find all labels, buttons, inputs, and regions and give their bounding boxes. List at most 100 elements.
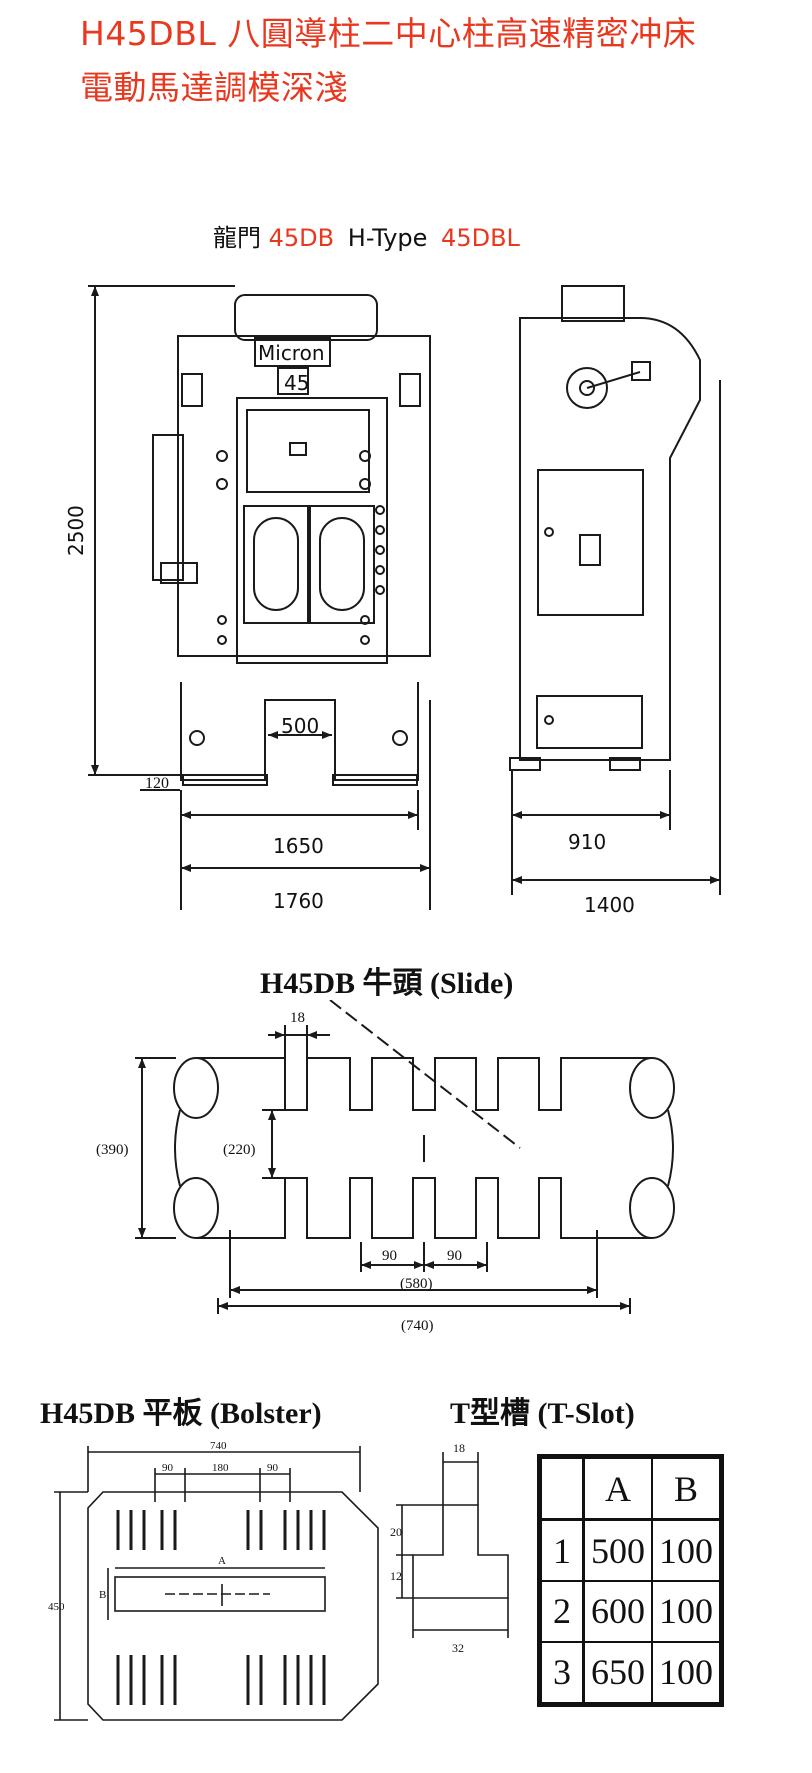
tslot-row-a: 650 <box>582 1640 653 1706</box>
tslot-drawing: 18 20 12 32 <box>390 1441 509 1655</box>
bolster-heading: H45DB 平板 (Bolster) <box>40 1397 322 1430</box>
slide-bottom-slots <box>196 1177 652 1239</box>
dim-tslot-upper-label: 20 <box>390 1525 402 1539</box>
slide-corner-bl <box>173 1177 219 1239</box>
tslot-table: A B 1 500 100 2 600 100 3 650 100 <box>537 1454 724 1707</box>
bolster-plate <box>87 1491 379 1721</box>
subtitle-prefix: 龍門 <box>213 224 261 252</box>
dim-740-arrows <box>218 1302 630 1310</box>
bolster-opening <box>114 1576 326 1612</box>
dim-1650-label: 1650 <box>273 834 324 858</box>
side-foot-left <box>509 757 541 771</box>
model-plate <box>277 367 309 395</box>
front-left-door <box>243 505 309 624</box>
tslot-row-index: 2 <box>538 1580 585 1643</box>
page-subtitle: 電動馬達調模深淺 <box>80 68 348 107</box>
side-door-window <box>579 534 601 566</box>
dim-height-label: 2500 <box>64 505 88 556</box>
slide-top-slots <box>196 1057 652 1111</box>
dim-tslot-lower-label: 12 <box>390 1569 402 1583</box>
tslot-row-b: 100 <box>650 1640 723 1706</box>
side-frame <box>519 317 701 761</box>
tslot-table-header: A B <box>538 1455 723 1522</box>
front-motor <box>160 562 198 584</box>
front-left-foot <box>182 774 268 786</box>
slide-corner-tl <box>173 1057 219 1119</box>
machine-drawing: Micron 45 2500 500 120 1650 1760 910 140… <box>64 285 721 917</box>
front-base-hole-right <box>392 730 408 746</box>
tslot-row-a: 500 <box>582 1518 653 1583</box>
page-title: H45DBL 八圓導柱二中心柱高速精密冲床 <box>80 14 697 53</box>
side-flywheel <box>566 367 608 409</box>
front-right-foot <box>332 774 418 786</box>
table-row: 3 650 100 <box>538 1640 723 1706</box>
dim-opening-label: 500 <box>281 714 319 738</box>
dim-slide-inner-label: (220) <box>223 1142 256 1158</box>
front-top-housing <box>234 294 378 341</box>
dim-arrows <box>91 286 720 884</box>
dim-1760-label: 1760 <box>273 889 324 913</box>
brand-plate <box>254 337 331 367</box>
tslot-profile <box>412 1504 509 1599</box>
side-door-knob <box>544 527 554 537</box>
side-upper-door <box>537 469 644 616</box>
tslot-row-b: 100 <box>650 1518 723 1583</box>
tslot-row-a: 600 <box>582 1580 653 1643</box>
dim-offset-label: 120 <box>145 775 169 792</box>
bolster-slot-marks <box>116 1510 326 1705</box>
front-left-oval <box>253 517 299 611</box>
dim-tslot-top-label: 18 <box>453 1441 465 1455</box>
tslot-row-index: 3 <box>538 1640 585 1706</box>
bolster-drawing: 740 90 180 90 450 A B <box>48 1440 379 1721</box>
tslot-heading: T型槽 (T-Slot) <box>450 1397 635 1430</box>
subtitle-model1: 45DB <box>268 224 335 252</box>
dim-1400-label: 1400 <box>584 893 635 917</box>
dim-910-label: 910 <box>568 830 606 854</box>
dim-pitch-b-label: 90 <box>447 1248 462 1264</box>
side-foot-right <box>609 757 641 771</box>
dim-740-label: (740) <box>401 1318 434 1334</box>
side-lower-door <box>536 695 643 749</box>
dim-b-label: B <box>99 1589 106 1601</box>
slide-right-edge <box>667 1109 674 1187</box>
dim-pitch-right-label: 90 <box>267 1462 279 1474</box>
slide-740-dim: (740) <box>217 1298 631 1334</box>
dim-580-label: (580) <box>400 1276 433 1292</box>
slide-centerline-h <box>329 1000 521 1149</box>
dim-a-label: A <box>218 1555 226 1567</box>
front-bolts <box>216 450 385 645</box>
slide-drawing: 18 (390) (220) 90 90 (580) <box>96 1000 675 1298</box>
front-right-oval <box>319 517 365 611</box>
dim-bolster-height-label: 450 <box>48 1601 65 1613</box>
tslot-row-index: 1 <box>538 1518 585 1583</box>
dim-slot-width-label: 18 <box>290 1010 305 1026</box>
table-row: 1 500 100 <box>538 1518 723 1583</box>
front-slide-block <box>236 397 388 664</box>
front-cylinder <box>152 434 184 581</box>
dim-bolster-width-label: 740 <box>210 1440 227 1452</box>
slide-corner-tr <box>629 1057 675 1119</box>
brand-plate-text: Micron <box>258 341 325 365</box>
dim-pitch-left-label: 90 <box>162 1462 174 1474</box>
side-lower-knob <box>544 715 554 725</box>
front-upper-window <box>246 409 370 493</box>
tslot-row-b: 100 <box>650 1580 723 1643</box>
tslot-header-index <box>538 1455 585 1522</box>
front-right-door <box>309 505 375 624</box>
front-frame <box>177 335 431 657</box>
front-left-panel <box>181 373 203 407</box>
slide-arrows <box>138 1031 597 1294</box>
side-flywheel-hub <box>579 380 595 396</box>
subtitle-type: H-Type <box>347 224 428 252</box>
dim-slide-height-label: (390) <box>96 1142 129 1158</box>
table-row: 2 600 100 <box>538 1580 723 1643</box>
model-plate-text: 45 <box>284 371 309 395</box>
slide-left-edge <box>174 1109 181 1187</box>
front-small-window <box>289 442 307 456</box>
front-base-hole-left <box>189 730 205 746</box>
slide-corner-br <box>629 1177 675 1239</box>
slide-heading: H45DB 牛頭 (Slide) <box>260 967 514 1000</box>
tslot-header-b: B <box>650 1455 723 1522</box>
subtitle-model2: 45DBL <box>441 224 520 252</box>
tslot-header-a: A <box>582 1455 653 1522</box>
